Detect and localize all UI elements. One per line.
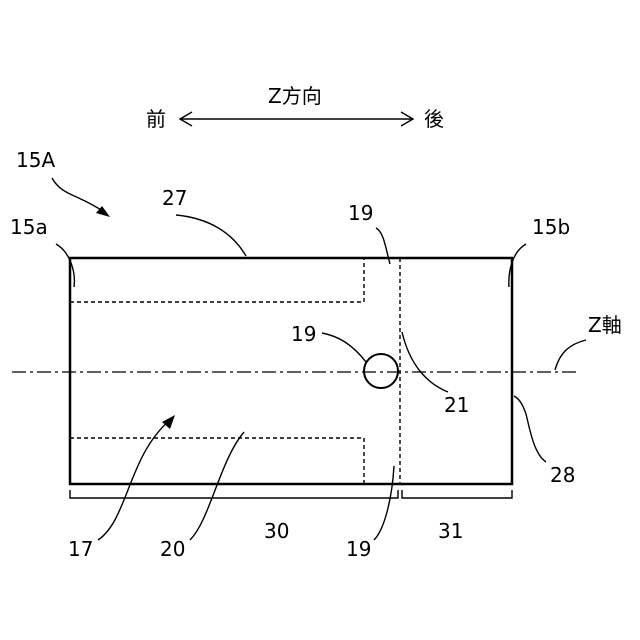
ref-19-hole-leader [322, 333, 366, 362]
hole-circle [364, 354, 398, 388]
ref-19-bottom-leader [374, 466, 394, 540]
ref-27-leader [176, 215, 246, 256]
ref-17-arrowhead [162, 415, 175, 429]
dim-31-label: 31 [438, 519, 463, 543]
end-15a-label: 15a [10, 215, 48, 239]
end-15a-leader [56, 244, 74, 287]
lower-inner-dashed [70, 438, 364, 484]
rear-label: 後 [424, 107, 444, 131]
part-15A-arrow [52, 178, 104, 212]
ref-17-label: 17 [68, 537, 93, 561]
dim-30-label: 30 [264, 519, 289, 543]
end-15b-label: 15b [532, 215, 570, 239]
z-axis-leader [555, 340, 586, 370]
ref-20-leader [190, 432, 244, 540]
ref-21-leader [402, 332, 448, 392]
part-15A-label: 15A [16, 148, 55, 172]
front-label: 前 [146, 107, 166, 131]
ref-27-label: 27 [162, 186, 187, 210]
ref-20-label: 20 [160, 537, 185, 561]
z-direction-label: Z方向 [268, 84, 322, 108]
ref-21-label: 21 [444, 393, 469, 417]
z-axis-label: Z軸 [588, 313, 622, 337]
ref-19-bottom-label: 19 [346, 537, 371, 561]
upper-inner-dashed [70, 258, 364, 302]
direction-arrow [180, 112, 413, 126]
ref-19-top-label: 19 [348, 201, 373, 225]
dim-30-bracket [70, 490, 398, 498]
block-outline [70, 258, 512, 484]
ref-19-hole-label: 19 [291, 322, 316, 346]
ref-28-label: 28 [550, 463, 575, 487]
ref-28-leader [514, 396, 546, 462]
dim-31-bracket [402, 490, 512, 498]
